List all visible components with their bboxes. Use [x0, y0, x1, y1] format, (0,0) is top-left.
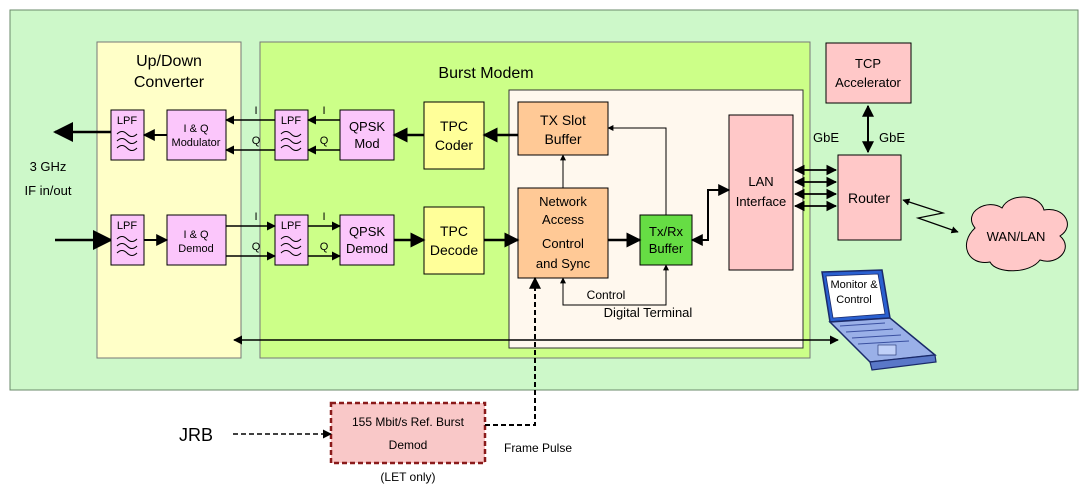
- svg-text:LPF: LPF: [281, 220, 301, 232]
- tx-i-label: I: [254, 105, 257, 117]
- let-only-label: (LET only): [380, 470, 435, 484]
- svg-text:Decode: Decode: [430, 242, 478, 258]
- svg-text:Demod: Demod: [178, 243, 213, 255]
- svg-text:TX Slot: TX Slot: [540, 112, 586, 128]
- svg-text:Tx/Rx: Tx/Rx: [649, 224, 683, 239]
- jrb-label: JRB: [179, 425, 213, 445]
- updown-converter-title: Up/Down: [136, 53, 202, 70]
- iq-demod-block: I & Q Demod: [166, 214, 227, 266]
- ref-burst-demod-block: 155 Mbit/s Ref. Burst Demod: [329, 401, 487, 465]
- qpsk-tx-i-label: I: [322, 105, 325, 117]
- svg-text:LAN: LAN: [748, 174, 773, 189]
- converter-rx-lpf: LPF: [110, 214, 145, 266]
- tpc-coder-block: TPC Coder: [423, 101, 485, 170]
- updown-converter-title-2: Converter: [134, 74, 205, 91]
- rx-q-label: Q: [252, 241, 261, 253]
- tcp-accelerator-block: TCP Accelerator: [825, 42, 912, 104]
- gbe-label-left: GbE: [813, 130, 839, 145]
- network-access-control-block: Network Access Control and Sync: [517, 187, 609, 279]
- router-block: Router: [837, 154, 902, 241]
- svg-text:Coder: Coder: [435, 137, 473, 153]
- gbe-label-right: GbE: [879, 130, 905, 145]
- wan-lan-cloud: WAN/LAN: [965, 196, 1068, 272]
- svg-text:Network: Network: [539, 194, 587, 209]
- svg-text:Interface: Interface: [736, 194, 787, 209]
- if-label-line1: 3 GHz: [30, 159, 67, 174]
- svg-text:Monitor &: Monitor &: [830, 279, 878, 291]
- svg-text:TPC: TPC: [440, 223, 468, 239]
- svg-text:WAN/LAN: WAN/LAN: [987, 229, 1046, 244]
- lan-interface-block: LAN Interface: [728, 114, 794, 271]
- modem-rx-lpf: LPF: [274, 214, 309, 266]
- svg-text:TCP: TCP: [855, 56, 881, 71]
- converter-tx-lpf: LPF: [110, 109, 145, 161]
- control-line: [560, 264, 669, 306]
- svg-text:I & Q: I & Q: [183, 229, 209, 241]
- qpsk-rx-i-label: I: [322, 211, 325, 223]
- control-label: Control: [587, 288, 626, 302]
- frame-pulse-label: Frame Pulse: [504, 441, 572, 455]
- txrx-lan-link: [690, 184, 731, 246]
- svg-text:QPSK: QPSK: [349, 119, 385, 134]
- svg-text:LPF: LPF: [117, 115, 137, 127]
- svg-text:Access: Access: [542, 212, 584, 227]
- svg-text:Demod: Demod: [346, 241, 388, 256]
- svg-text:155 Mbit/s Ref. Burst: 155 Mbit/s Ref. Burst: [352, 415, 465, 429]
- svg-text:Control: Control: [542, 236, 584, 251]
- qpsk-rx-q-label: Q: [320, 241, 329, 253]
- iq-modulator-block: I & Q Modulator: [166, 109, 227, 161]
- digital-terminal-title: Digital Terminal: [604, 305, 693, 320]
- svg-text:LPF: LPF: [117, 220, 137, 232]
- svg-text:Mod: Mod: [354, 136, 379, 151]
- tx-slot-buffer-block: TX Slot Buffer: [517, 101, 609, 156]
- qpsk-mod-block: QPSK Mod: [339, 109, 395, 161]
- lan-router-links: [793, 164, 838, 212]
- updown-converter-panel: [96, 41, 242, 359]
- qpsk-tx-q-label: Q: [320, 135, 329, 147]
- qpsk-demod-block: QPSK Demod: [339, 214, 395, 266]
- svg-text:Buffer: Buffer: [649, 241, 684, 256]
- if-label-line2: IF in/out: [25, 183, 72, 198]
- rx-i-label: I: [254, 211, 257, 223]
- monitor-control-laptop: Monitor & Control: [821, 269, 937, 371]
- svg-text:Modulator: Modulator: [172, 137, 221, 149]
- svg-text:Control: Control: [836, 294, 871, 306]
- txrx-buffer-block: Tx/Rx Buffer: [639, 214, 693, 266]
- frame-pulse-line: [485, 276, 541, 426]
- tpc-decode-block: TPC Decode: [423, 206, 485, 275]
- svg-text:Buffer: Buffer: [544, 131, 581, 147]
- wireless-link: [902, 198, 959, 234]
- svg-text:Router: Router: [848, 190, 890, 206]
- svg-text:I & Q: I & Q: [183, 123, 209, 135]
- burst-modem-title: Burst Modem: [438, 65, 533, 82]
- tx-q-label: Q: [252, 135, 261, 147]
- svg-text:QPSK: QPSK: [349, 224, 385, 239]
- svg-text:Accelerator: Accelerator: [835, 75, 901, 90]
- svg-text:and Sync: and Sync: [536, 256, 591, 271]
- svg-text:Demod: Demod: [389, 438, 428, 452]
- svg-text:TPC: TPC: [440, 118, 468, 134]
- txrx-to-txslot-line: [607, 125, 667, 215]
- svg-text:LPF: LPF: [281, 115, 301, 127]
- modem-tx-lpf: LPF: [274, 109, 309, 161]
